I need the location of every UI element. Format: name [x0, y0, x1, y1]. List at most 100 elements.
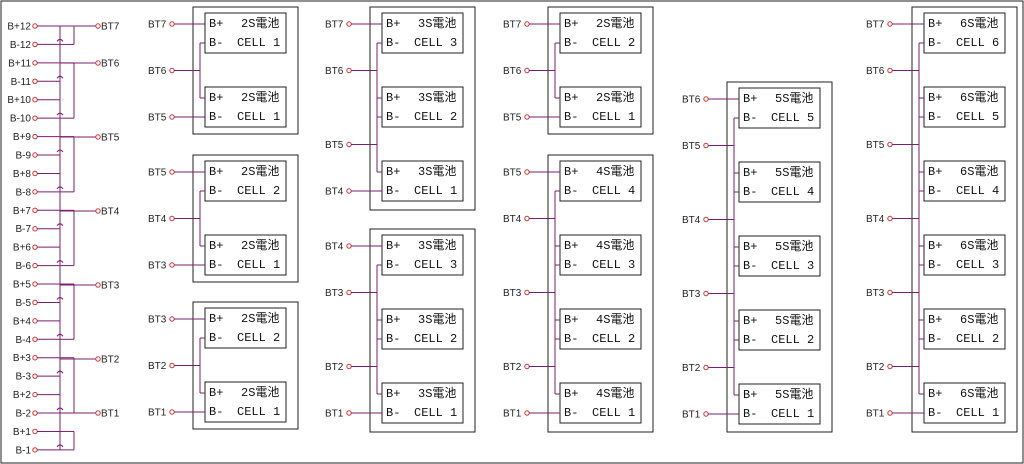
cell-title: 5S電池	[775, 239, 813, 254]
crossover-hop	[56, 75, 64, 79]
terminal-label: B-7	[15, 224, 31, 235]
group-terminal-label: BT4	[682, 215, 701, 226]
cell-minus-label: B-	[564, 332, 578, 346]
output-label: BT3	[101, 281, 120, 292]
cell-minus-label: B-	[386, 406, 400, 420]
group-terminal-label: BT5	[503, 113, 522, 124]
terminal-dot	[32, 189, 38, 195]
terminal-label: B+12	[7, 22, 31, 33]
cell-number: CELL 2	[771, 333, 814, 347]
terminal-label: B-9	[15, 151, 31, 162]
cell-plus-label: B+	[386, 387, 400, 401]
group-terminal-label: BT3	[682, 289, 701, 300]
group-terminal-label: BT7	[866, 20, 885, 31]
terminal-dot	[32, 355, 38, 361]
output-label: BT5	[101, 133, 120, 144]
group-terminal-label: BT1	[325, 409, 344, 420]
crossover-hop	[56, 149, 64, 153]
terminal-dot	[32, 78, 38, 84]
cell-minus-label: B-	[209, 110, 223, 124]
cell-title: 5S電池	[775, 165, 813, 180]
terminal-dot	[32, 428, 38, 435]
terminal-dot	[32, 281, 38, 287]
battery-cell-box	[923, 234, 1006, 276]
cell-number: CELL 1	[414, 406, 457, 420]
battery-cell-box	[738, 235, 821, 277]
cell-plus-label: B+	[209, 386, 223, 400]
battery-cell-box	[204, 160, 287, 202]
battery-cell-box	[559, 160, 642, 202]
battery-cell-box	[738, 309, 821, 351]
group-terminal-dot	[887, 21, 893, 27]
cell-title: 4S電池	[596, 164, 634, 179]
cell-plus-label: B+	[564, 165, 578, 179]
group-terminal-dot	[887, 363, 893, 370]
terminal-label: B+6	[13, 243, 32, 254]
cell-title: 5S電池	[775, 313, 813, 328]
battery-cell-box	[923, 308, 1006, 350]
cell-minus-label: B-	[386, 184, 400, 198]
terminal-label: B+11	[8, 58, 31, 69]
cell-minus-label: B-	[564, 406, 578, 420]
group-terminal-label: BT6	[503, 66, 522, 77]
cell-plus-label: B+	[564, 239, 578, 253]
cell-number: CELL 3	[771, 259, 814, 273]
terminal-label: B-6	[15, 261, 31, 272]
terminal-label: B+9	[13, 132, 32, 143]
battery-cell-box	[923, 86, 1006, 128]
terminal-dot	[32, 41, 38, 48]
group-terminal-dot	[887, 141, 893, 148]
cell-minus-label: B-	[928, 184, 942, 198]
terminal-label: B+5	[13, 280, 32, 291]
group-terminal-label: BT3	[503, 288, 522, 299]
cell-plus-label: B+	[386, 313, 400, 327]
cell-plus-label: B+	[209, 17, 223, 31]
terminal-label: B+10	[7, 95, 31, 106]
group-terminal-label: BT1	[866, 409, 885, 420]
cell-title: 4S電池	[596, 386, 634, 401]
cell-number: CELL 2	[592, 36, 635, 50]
battery-cell-box	[381, 12, 464, 54]
terminal-label: B+3	[13, 353, 32, 364]
group-terminal-dot	[703, 364, 709, 371]
battery-cell-box	[381, 308, 464, 350]
cell-title: 2S電池	[596, 90, 634, 105]
group-terminal-label: BT5	[148, 168, 167, 179]
group-terminal-label: BT2	[325, 362, 344, 373]
group-terminal-dot	[524, 215, 530, 222]
battery-cell-box	[559, 234, 642, 276]
output-label: BT6	[101, 59, 120, 70]
group-terminal-dot	[703, 411, 709, 417]
terminal-dot	[32, 299, 38, 306]
output-label: BT7	[101, 22, 120, 33]
battery-cell-box	[923, 160, 1006, 202]
cell-minus-label: B-	[743, 111, 757, 125]
terminal-dot	[32, 447, 38, 453]
cell-minus-label: B-	[209, 36, 223, 50]
group-terminal-label: BT1	[148, 408, 167, 419]
group-terminal-dot	[346, 243, 352, 249]
group-terminal-label: BT1	[682, 410, 701, 421]
cell-plus-label: B+	[386, 239, 400, 253]
battery-cell-box	[923, 382, 1006, 424]
cell-title: 5S電池	[775, 387, 813, 402]
terminal-dot	[32, 133, 38, 140]
terminal-label: B+1	[13, 427, 32, 438]
cell-plus-label: B+	[209, 312, 223, 326]
cell-plus-label: B+	[386, 91, 400, 105]
crossover-hop	[56, 444, 64, 448]
group-terminal-dot	[169, 362, 175, 369]
cell-plus-label: B+	[743, 314, 757, 328]
terminal-label: B+4	[13, 316, 32, 327]
group-terminal-label: BT6	[325, 66, 344, 77]
cell-plus-label: B+	[209, 239, 223, 253]
cell-plus-label: B+	[564, 91, 578, 105]
cell-number: CELL 1	[592, 110, 635, 124]
cell-minus-label: B-	[743, 259, 757, 273]
group-terminal-label: BT2	[682, 363, 701, 374]
terminal-label: B-10	[10, 114, 32, 125]
terminal-label: B+8	[13, 169, 32, 180]
battery-cell-box	[923, 12, 1006, 54]
